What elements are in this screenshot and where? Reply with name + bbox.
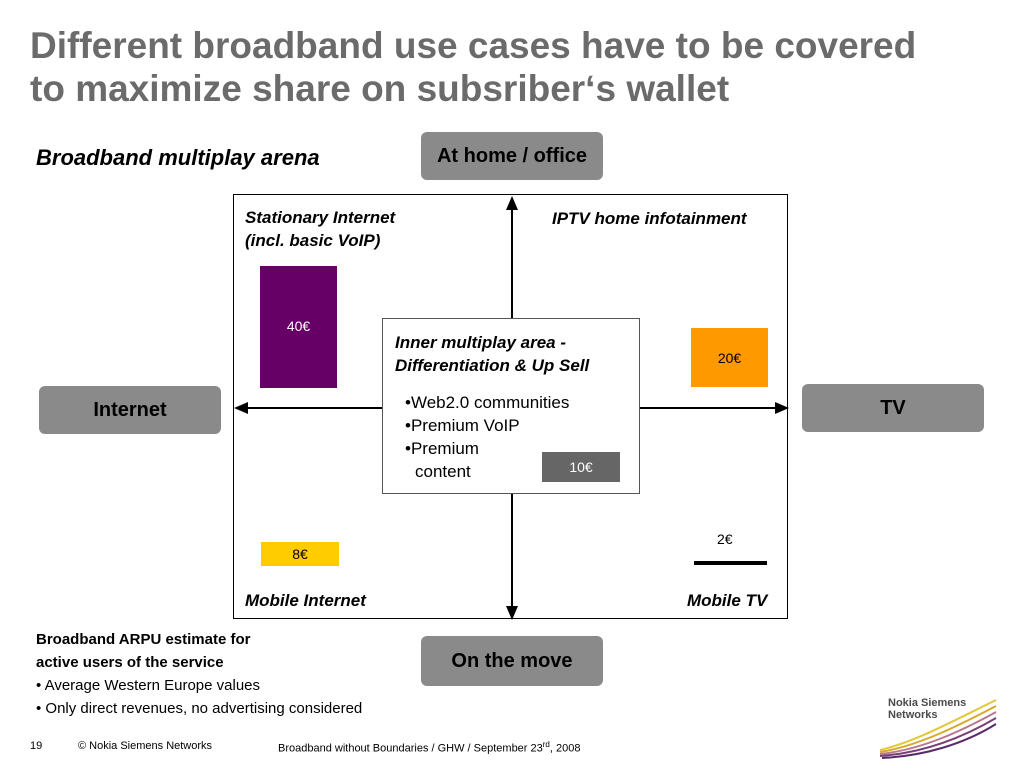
inner-title-line-1: Inner multiplay area -: [395, 333, 566, 352]
inner-multiplay-box: Inner multiplay area - Differentiation &…: [382, 318, 640, 494]
axis-label-left: Internet: [39, 386, 221, 434]
inner-area-title: Inner multiplay area - Differentiation &…: [395, 331, 589, 377]
list-item: • Only direct revenues, no advertising c…: [36, 700, 363, 717]
list-item: •Web2.0 communities: [405, 393, 570, 412]
quadrant-top-left-line-2: (incl. basic VoIP): [245, 231, 381, 250]
quadrant-top-left-line-1: Stationary Internet: [245, 208, 396, 227]
bullet-icon: •: [405, 439, 411, 458]
arpu-note: Broadband ARPU estimate for active users…: [36, 628, 362, 720]
arrow-down-icon: [506, 606, 518, 620]
arpu-bar-stationary-internet: 40€: [260, 266, 337, 388]
axis-label-bottom: On the move: [421, 636, 603, 686]
axis-label-top: At home / office: [421, 132, 603, 180]
bullet-icon: •: [36, 677, 45, 694]
quadrant-label-bottom-right: Mobile TV: [687, 591, 768, 610]
diagram-subtitle: Broadband multiplay arena: [36, 145, 320, 170]
nsn-logo-icon: [879, 699, 997, 759]
list-item-continuation: content: [415, 462, 471, 481]
page-number: 19: [30, 740, 43, 752]
arpu-bar-mobile-tv: [694, 561, 767, 565]
note-heading-line-1: Broadband ARPU estimate for: [36, 631, 251, 648]
arpu-value-iptv: 20€: [717, 349, 742, 366]
event-info: Broadband without Boundaries / GHW / Sep…: [278, 740, 581, 755]
quadrant-label-top-right: IPTV home infotainment: [552, 209, 747, 228]
diagram-frame: [233, 194, 788, 619]
bullet-icon: •: [36, 700, 46, 717]
nsn-logo-text: Nokia Siemens Networks: [888, 697, 967, 721]
bullet-icon: •: [405, 416, 411, 435]
list-item: •Premium: [405, 439, 479, 458]
arpu-bar-mobile-internet: 8€: [261, 542, 339, 566]
arrow-up-icon: [506, 196, 518, 210]
arpu-bar-inner: 10€: [542, 452, 620, 482]
arpu-value-mobile-tv: 2€: [717, 531, 733, 547]
arpu-bar-iptv: 20€: [691, 328, 768, 387]
quadrant-label-bottom-left: Mobile Internet: [245, 591, 366, 610]
arpu-value-inner: 10€: [569, 459, 593, 475]
list-item: • Average Western Europe values: [36, 677, 260, 694]
copyright: © Nokia Siemens Networks: [78, 740, 213, 752]
quadrant-label-top-left: Stationary Internet (incl. basic VoIP): [245, 206, 395, 252]
list-item: •Premium VoIP: [405, 416, 520, 435]
bullet-icon: •: [405, 393, 411, 412]
axis-label-right: TV: [802, 384, 984, 432]
title-line-1: Different broadband use cases have to be…: [30, 25, 917, 66]
note-heading-line-2: active users of the service: [36, 654, 224, 671]
page-title: Different broadband use cases have to be…: [30, 24, 1010, 110]
title-line-2: to maximize share on subsriber‘s wallet: [30, 68, 730, 109]
arrow-right-icon: [775, 402, 789, 414]
arpu-value-mobile-internet: 8€: [292, 546, 308, 562]
inner-title-line-2: Differentiation & Up Sell: [395, 356, 590, 375]
arpu-value-stationary-internet: 40€: [286, 318, 311, 334]
arrow-left-icon: [234, 402, 248, 414]
inner-area-list: •Web2.0 communities •Premium VoIP •Premi…: [405, 391, 569, 483]
